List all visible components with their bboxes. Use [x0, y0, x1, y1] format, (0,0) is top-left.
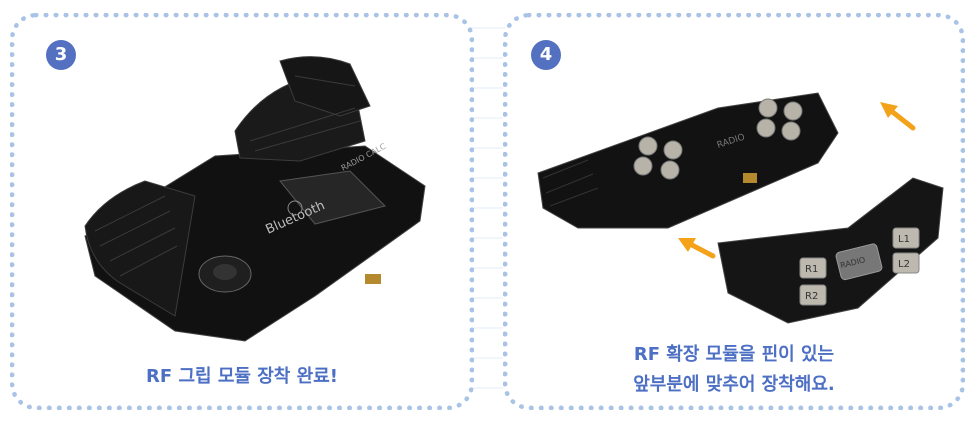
step-4-caption: RF 확장 모듈을 핀이 있는 앞부분에 맞추어 장착해요. [508, 340, 960, 400]
step-4-caption-line2: 앞부분에 맞추어 장착해요. [633, 374, 835, 395]
notebook-lines [470, 27, 506, 389]
r2-button-label: R2 [805, 291, 818, 302]
step-number-badge: 4 [531, 40, 561, 70]
arrow-icon [880, 102, 916, 131]
grip-module-assembled-image: Bluetooth RADIO CALC [84, 56, 426, 342]
expansion-module-attach-image: RADIO RADIO R1 R2 L1 L2 [537, 92, 944, 324]
l1-button-label: L1 [898, 234, 910, 245]
step-3-caption: RF 그립 모듈 장착 완료! [146, 366, 338, 387]
step-number-badge: 3 [46, 40, 76, 70]
step-3-panel: 3 Bluetooth RADIO CALC RF 그립 모듈 장착 완료! [10, 13, 474, 410]
step-4-panel: 4 RADIO RADIO R1 R2 L1 L2 [503, 13, 965, 410]
r1-button-label: R1 [805, 264, 818, 275]
l2-button-label: L2 [898, 259, 910, 270]
step-4-caption-line1: RF 확장 모듈을 핀이 있는 [633, 344, 835, 365]
arrow-icon [678, 238, 716, 259]
